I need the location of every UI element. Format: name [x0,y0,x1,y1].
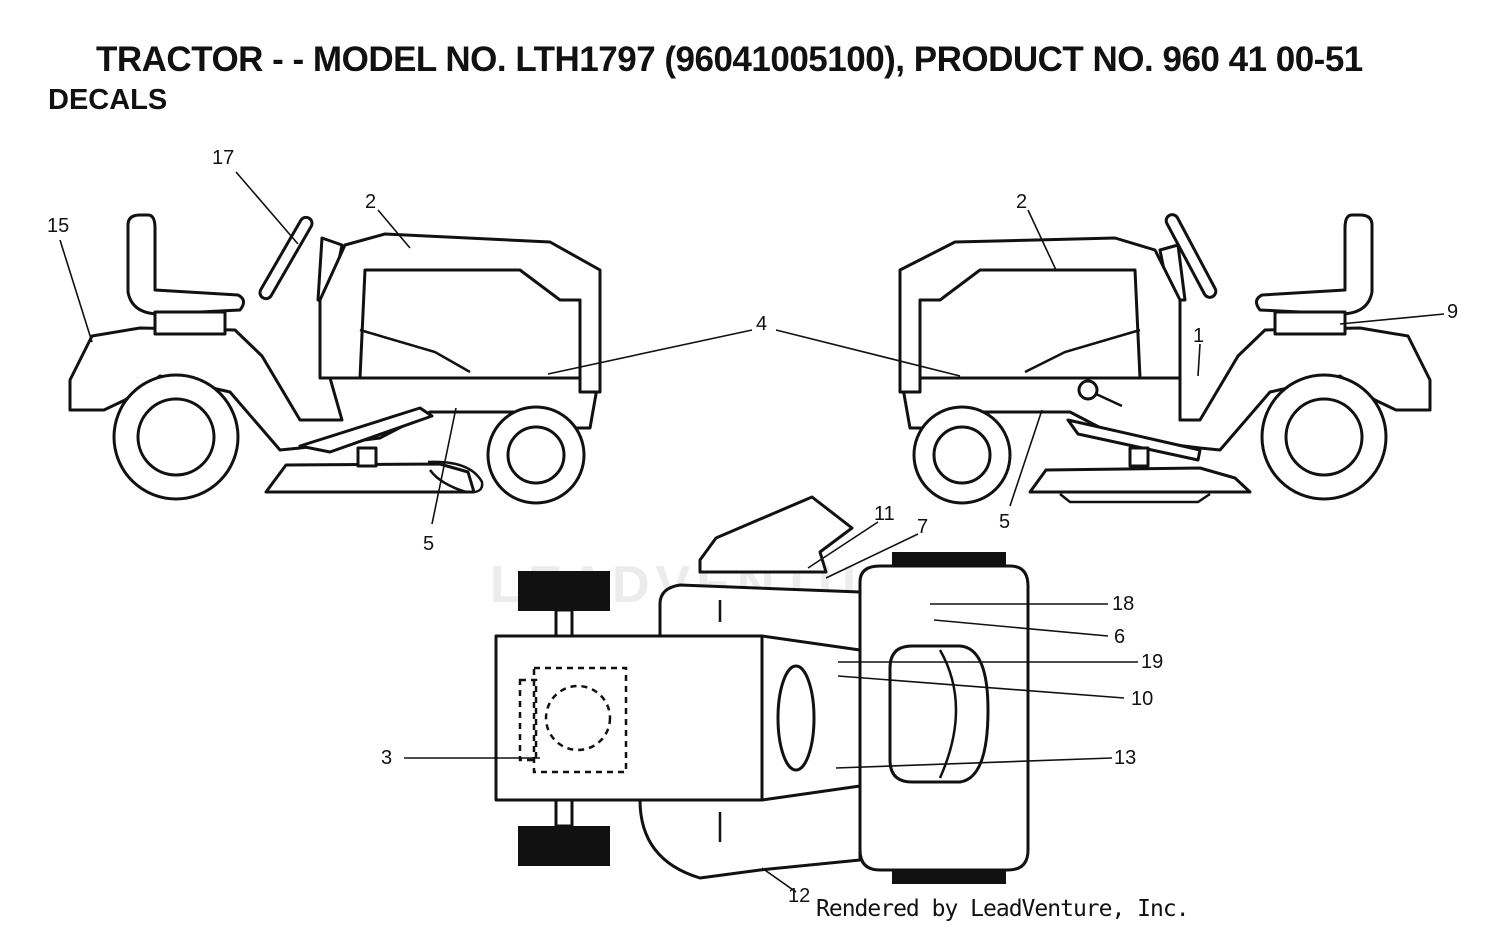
callout-6: 6 [1114,626,1125,648]
callout-19: 19 [1141,651,1163,673]
callout-1: 1 [1193,325,1204,347]
front-right-tire [518,826,610,866]
diagram-title: TRACTOR - - MODEL NO. LTH1797 (960410051… [96,40,1363,79]
callout-15: 15 [47,215,69,237]
left-tractor [68,213,602,505]
callout-13: 13 [1114,747,1136,769]
callout-18: 18 [1112,593,1134,615]
diagram-subtitle: DECALS [48,84,168,116]
callout-17: 17 [212,147,234,169]
callout-2-right: 2 [1016,191,1027,213]
callout-labels: 15 17 2 4 5 2 1 9 5 11 7 18 6 19 10 13 3… [47,147,1458,907]
callout-10: 10 [1131,688,1153,710]
callout-5-right: 5 [999,511,1010,533]
callout-12: 12 [788,885,810,907]
callout-7: 7 [917,516,928,538]
right-tractor [898,213,1432,505]
callout-9: 9 [1447,301,1458,323]
callout-5-left: 5 [423,533,434,555]
callout-4: 4 [756,313,767,335]
callout-2-left: 2 [365,191,376,213]
leader-lines [59,171,1445,893]
render-credit: Rendered by LeadVenture, Inc. [816,896,1190,922]
callout-11: 11 [874,503,895,525]
top-view-tractor [494,495,1030,884]
front-left-tire [518,571,610,611]
callout-3: 3 [381,747,392,769]
